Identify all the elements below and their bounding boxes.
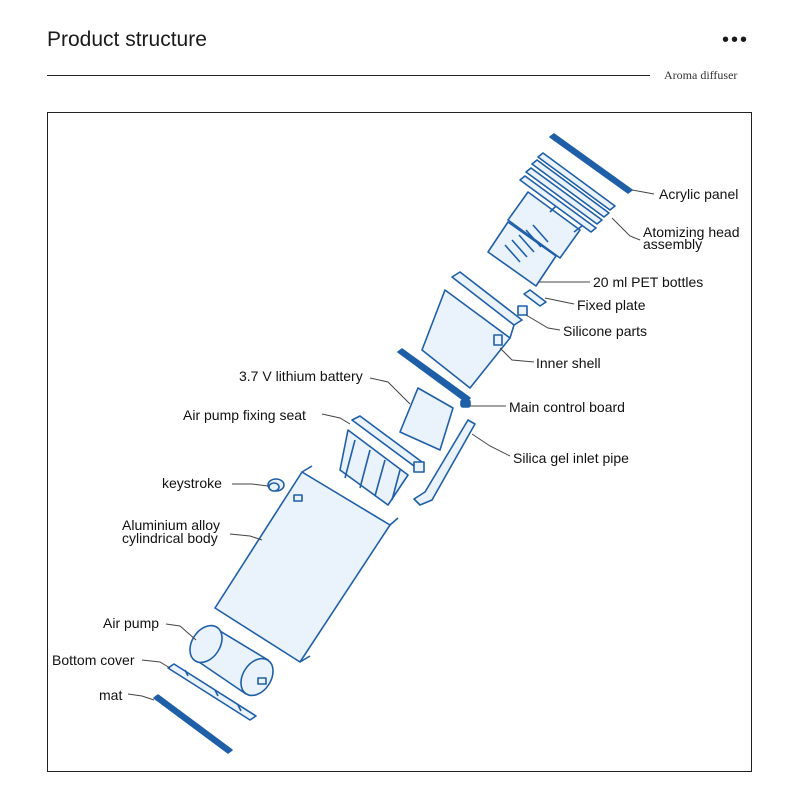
label-mat: mat [99, 687, 122, 703]
label-air-pump: Air pump [103, 615, 159, 631]
diagram-frame [47, 112, 752, 772]
label-pet-bottles: 20 ml PET bottles [593, 274, 703, 290]
more-horizontal-icon[interactable]: ••• [722, 29, 750, 51]
label-keystroke: keystroke [162, 475, 222, 491]
keystroke-part [267, 478, 285, 492]
aluminium-body-part [214, 465, 399, 663]
mat-part [153, 694, 233, 754]
label-atomizing-head-line1: Atomizing head [643, 224, 740, 240]
label-aluminium-body-line2: cylindrical body [122, 530, 218, 546]
label-lithium-battery: 3.7 V lithium battery [239, 368, 363, 384]
label-aluminium-body-line1: Aluminium alloy [122, 517, 220, 533]
silicone-parts-part [517, 305, 528, 316]
label-acrylic-panel: Acrylic panel [659, 186, 738, 202]
label-silica-gel-inlet-pipe: Silica gel inlet pipe [513, 450, 629, 466]
air-pump-fixing-seat-part [339, 415, 425, 506]
silica-gel-inlet-pipe-part [413, 419, 476, 506]
header-divider [47, 75, 650, 76]
diagram-labels: Acrylic panel Atomizing head assembly 20… [52, 186, 740, 703]
main-control-board-part [397, 348, 471, 408]
label-bottom-cover: Bottom cover [52, 652, 135, 668]
label-air-pump-fixing-seat: Air pump fixing seat [183, 407, 306, 423]
leader-lines [127, 189, 655, 701]
fixed-plate-part [523, 289, 547, 307]
atomizing-head-part [487, 152, 616, 287]
label-atomizing-head-line2: assembly [643, 236, 702, 252]
label-inner-shell: Inner shell [536, 355, 601, 371]
bottom-cover-part [167, 663, 257, 721]
inner-shell-part [421, 271, 523, 389]
page-subtitle: Aroma diffuser [664, 68, 738, 82]
label-main-control-board: Main control board [509, 399, 625, 415]
air-pump-part [189, 624, 274, 697]
lithium-battery-part [399, 387, 454, 451]
label-fixed-plate: Fixed plate [577, 297, 646, 313]
label-silicone-parts: Silicone parts [563, 323, 647, 339]
page-title: Product structure [47, 28, 207, 51]
